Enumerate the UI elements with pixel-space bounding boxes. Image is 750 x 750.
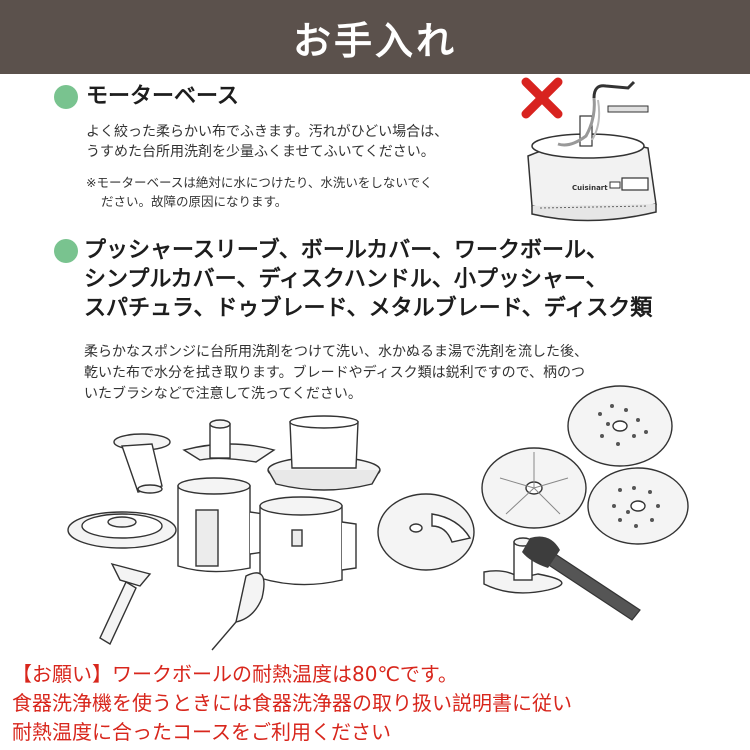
bowl-cover-image — [67, 511, 177, 549]
brand-label: Cuisinart — [572, 184, 608, 192]
cleaning-brush-image — [522, 536, 641, 621]
spatula-image — [211, 572, 265, 651]
bullet-icon — [54, 239, 78, 263]
grating-disc-bottom-image — [587, 467, 689, 545]
work-bowl-image — [177, 477, 265, 573]
grating-disc-top-image — [567, 385, 673, 467]
parts-body-line-1: 柔らかなスポンジに台所用洗剤をつけて洗い、水かぬるま湯で洗剤を流した後、 — [84, 344, 588, 360]
pusher-sleeve-image — [113, 433, 171, 494]
parts-heading-line-1: プッシャースリーブ、ボールカバー、ワークボール、 — [84, 238, 609, 263]
page-title: お手入れ — [292, 18, 457, 63]
title-banner: お手入れ — [0, 0, 750, 74]
notice-line-3: 耐熱温度に合ったコースをご利用ください — [12, 720, 391, 744]
motor-base-note-line-2: ださい。故障の原因になります。 — [101, 194, 288, 209]
motor-base-body-line-1: よく絞った柔らかい布でふきます。汚れがひどい場合は、 — [86, 124, 449, 140]
simple-cover-image — [267, 415, 381, 491]
motor-base-heading: モーターベース — [86, 84, 239, 109]
parts-illustration — [67, 385, 689, 651]
slicing-disc-image — [377, 493, 475, 571]
parts-heading-line-2: シンプルカバー、ディスクハンドル、小プッシャー、 — [84, 267, 608, 292]
motor-base-illustration: Cuisinart — [521, 77, 657, 222]
small-bowl-image — [259, 496, 357, 586]
motor-base-body-line-2: うすめた台所用洗剤を少量ふくませてふいてください。 — [86, 144, 435, 160]
parts-body-line-3: いたブラシなどで注意して洗ってください。 — [84, 386, 362, 402]
notice-block: 【お願い】ワークボールの耐熱温度は80℃です。 食器洗浄機を使うときには食器洗浄… — [12, 660, 742, 747]
disc-handle-image — [99, 562, 152, 646]
prohibited-x-icon — [521, 77, 563, 119]
parts-heading-line-3: スパチュラ、ドゥブレード、メタルブレード、ディスク類 — [84, 296, 653, 321]
parts-body-line-2: 乾いた布で水分を拭き取ります。ブレードやディスク類は鋭利ですので、柄のつ — [84, 365, 586, 381]
motor-base-note-line-1: ※モーターベースは絶対に水につけたり、水洗いをしないでく — [86, 175, 433, 190]
notice-line-2: 食器洗浄機を使うときには食器洗浄器の取り扱い説明書に従い — [12, 691, 572, 715]
shredding-disc-image — [481, 447, 587, 529]
dough-blade-image — [182, 419, 276, 463]
bullet-icon — [54, 85, 78, 109]
notice-line-1: 【お願い】ワークボールの耐熱温度は80℃です。 — [12, 662, 458, 686]
